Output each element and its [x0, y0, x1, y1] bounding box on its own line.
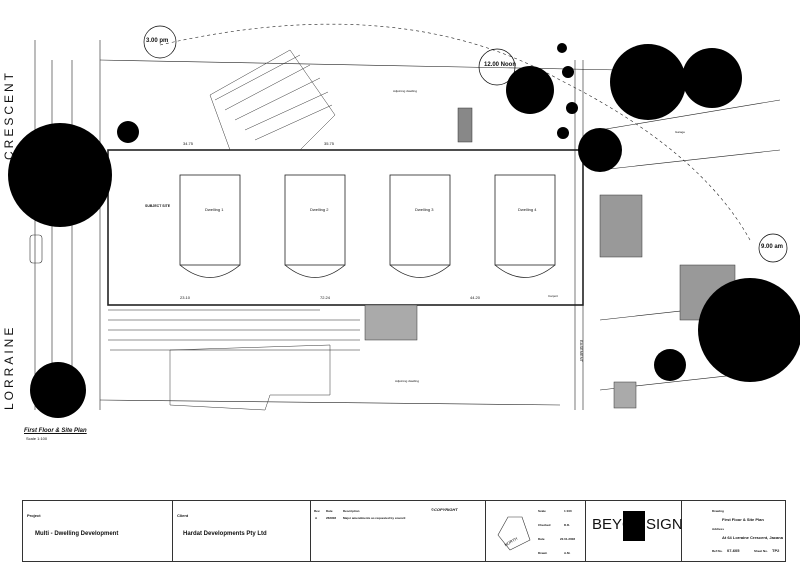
sun-label-noon: 12.00 Noon [484, 62, 517, 68]
dimension-label: 44.20 [470, 295, 481, 300]
date-label: Date [538, 537, 545, 541]
ref-label: Ref No. [712, 549, 723, 553]
client-name: Hardat Developments Pty Ltd [183, 531, 267, 537]
address-label: Address [712, 527, 725, 531]
firm-logo-mark [623, 511, 645, 541]
carport-label: Carport [548, 294, 559, 298]
rev-desc-label: Description [343, 509, 360, 513]
project-cell: Project Multi - Dwelling Development [23, 501, 173, 561]
adjoining-south-label: Adjoining dwelling [395, 379, 420, 383]
drawing-value: First Floor & Site Plan [722, 517, 764, 522]
dwelling-1-label: Dwelling 1 [205, 207, 224, 212]
dwelling-2-label: Dwelling 2 [310, 207, 329, 212]
rev-date: 26/8/08 [326, 516, 337, 520]
adjoining-north-label: Adjoining dwelling [393, 89, 418, 93]
project-label: Project [27, 513, 41, 518]
drawn-value: A.M. [564, 551, 571, 555]
details-cell: Scale 1:100 Checked D.D. Date 22.01.2008… [486, 501, 586, 561]
sun-label-300pm: 3.00 pm [146, 38, 169, 44]
ref-value: 07-605 [727, 548, 740, 553]
project-name: Multi - Dwelling Development [35, 531, 119, 537]
dimension-label: 35.75 [324, 141, 335, 146]
scale-label: Scale [538, 509, 546, 513]
checked-label: Checked [538, 523, 551, 527]
title-block: Project Multi - Dwelling Development Cli… [22, 500, 786, 562]
garage-label: Garage [675, 130, 686, 134]
street-label-crescent: CRESCENT [2, 69, 16, 160]
dimension-label: 34.75 [183, 141, 194, 146]
client-label: Client [177, 513, 189, 518]
street-label-lorraine: LORRAINE [2, 324, 16, 410]
dwelling-4-label: Dwelling 4 [518, 207, 537, 212]
drawing-caption-scale: Scale 1:100 [26, 436, 48, 441]
rev-date-label: Date [326, 509, 333, 513]
firm-cell: BEYO SIGN [586, 501, 683, 561]
client-cell: Client Hardat Developments Pty Ltd [173, 501, 311, 561]
easement-label: EASEMENT [579, 340, 584, 363]
checked-value: D.D. [564, 523, 570, 527]
firm-logo-right: SIGN [646, 516, 683, 533]
rev-label: Rev. [314, 509, 321, 513]
sheet-value: TP2 [772, 548, 780, 553]
drawing-caption-title: First Floor & Site Plan [24, 428, 87, 434]
drawing-label: Drawing [712, 509, 724, 513]
sun-label-900am: 9.00 am [761, 244, 784, 250]
address-value: At 64 Lorraine Crescent, Jacana [722, 535, 783, 540]
rev-description: Major amendments as requested by council [343, 516, 406, 520]
subject-site-label: SUBJECT SITE [145, 204, 171, 208]
date-value: 22.01.2008 [560, 537, 576, 541]
scale-value: 1:100 [564, 509, 572, 513]
sheet-label: Sheet No. [754, 549, 768, 553]
revision-cell: Rev. Date Description A 26/8/08 Major am… [311, 501, 486, 561]
rev-value: A [315, 516, 318, 520]
dimension-label: 23.10 [180, 295, 191, 300]
drawing-cell: Drawing First Floor & Site Plan Address … [682, 501, 785, 561]
copyright-label: ©COPYRIGHT [431, 507, 458, 512]
dwelling-3-label: Dwelling 3 [415, 207, 434, 212]
dimension-label: 72.24 [320, 295, 331, 300]
drawn-label: Drawn [538, 551, 548, 555]
